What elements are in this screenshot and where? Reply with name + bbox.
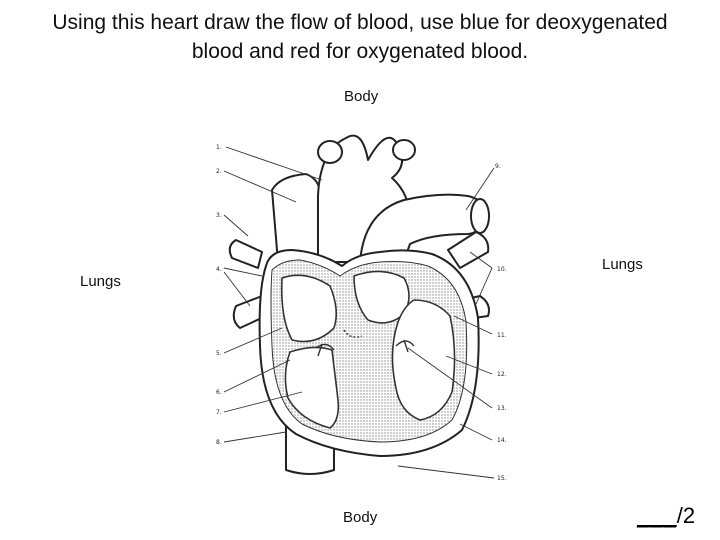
number-label-6: 6. (216, 389, 222, 396)
pulmonary-vein-right-upper (447, 231, 490, 269)
number-label-7: 7. (216, 409, 222, 416)
label-body-top: Body (344, 88, 379, 105)
instructions: Using this heart draw the flow of blood,… (0, 8, 720, 66)
label-lungs-right: Lungs (602, 256, 643, 273)
aorta-branch-right (392, 139, 416, 161)
right-atrium (280, 274, 338, 343)
left-ventricle (391, 299, 456, 421)
number-label-11: 11. (497, 332, 507, 339)
number-label-10: 10. (497, 266, 507, 273)
number-label-9: 9. (495, 163, 501, 170)
number-label-15: 15. (497, 475, 507, 482)
score-total: /2 (676, 503, 696, 528)
score-box: ___/2 (637, 503, 695, 529)
score-blank: ___ (637, 503, 677, 528)
number-label-3: 3. (216, 212, 222, 219)
label-body-bottom: Body (343, 509, 378, 526)
number-label-14: 14. (497, 437, 507, 444)
number-label-12: 12. (497, 371, 507, 378)
pulmonary-artery-end (470, 198, 490, 234)
number-label-2: 2. (216, 168, 222, 175)
number-label-13: 13. (497, 405, 507, 412)
pulmonary-vein-left-upper (228, 239, 263, 269)
number-label-8: 8. (216, 439, 222, 446)
number-label-5: 5. (216, 350, 222, 357)
pulmonary-vein-left-lower (232, 295, 267, 329)
superior-vena-cava (271, 173, 322, 263)
instruction-line-2: blood and red for oxygenated blood. (191, 40, 529, 63)
tricuspid-valve (315, 343, 335, 357)
right-ventricle (284, 346, 340, 429)
number-labels: 1. 2. 3. 4. 5. 6. 7. 8. 9. 10. 11. 12. 1… (216, 144, 507, 482)
aorta-branch-left (317, 140, 343, 164)
label-lungs-left: Lungs (80, 273, 121, 290)
mitral-valve (395, 339, 415, 353)
instruction-line-1: Using this heart draw the flow of blood,… (52, 11, 668, 34)
number-label-1: 1. (216, 144, 222, 151)
number-label-4: 4. (216, 266, 222, 273)
leader-lines (223, 146, 495, 479)
septum-dashed-line (343, 329, 363, 338)
